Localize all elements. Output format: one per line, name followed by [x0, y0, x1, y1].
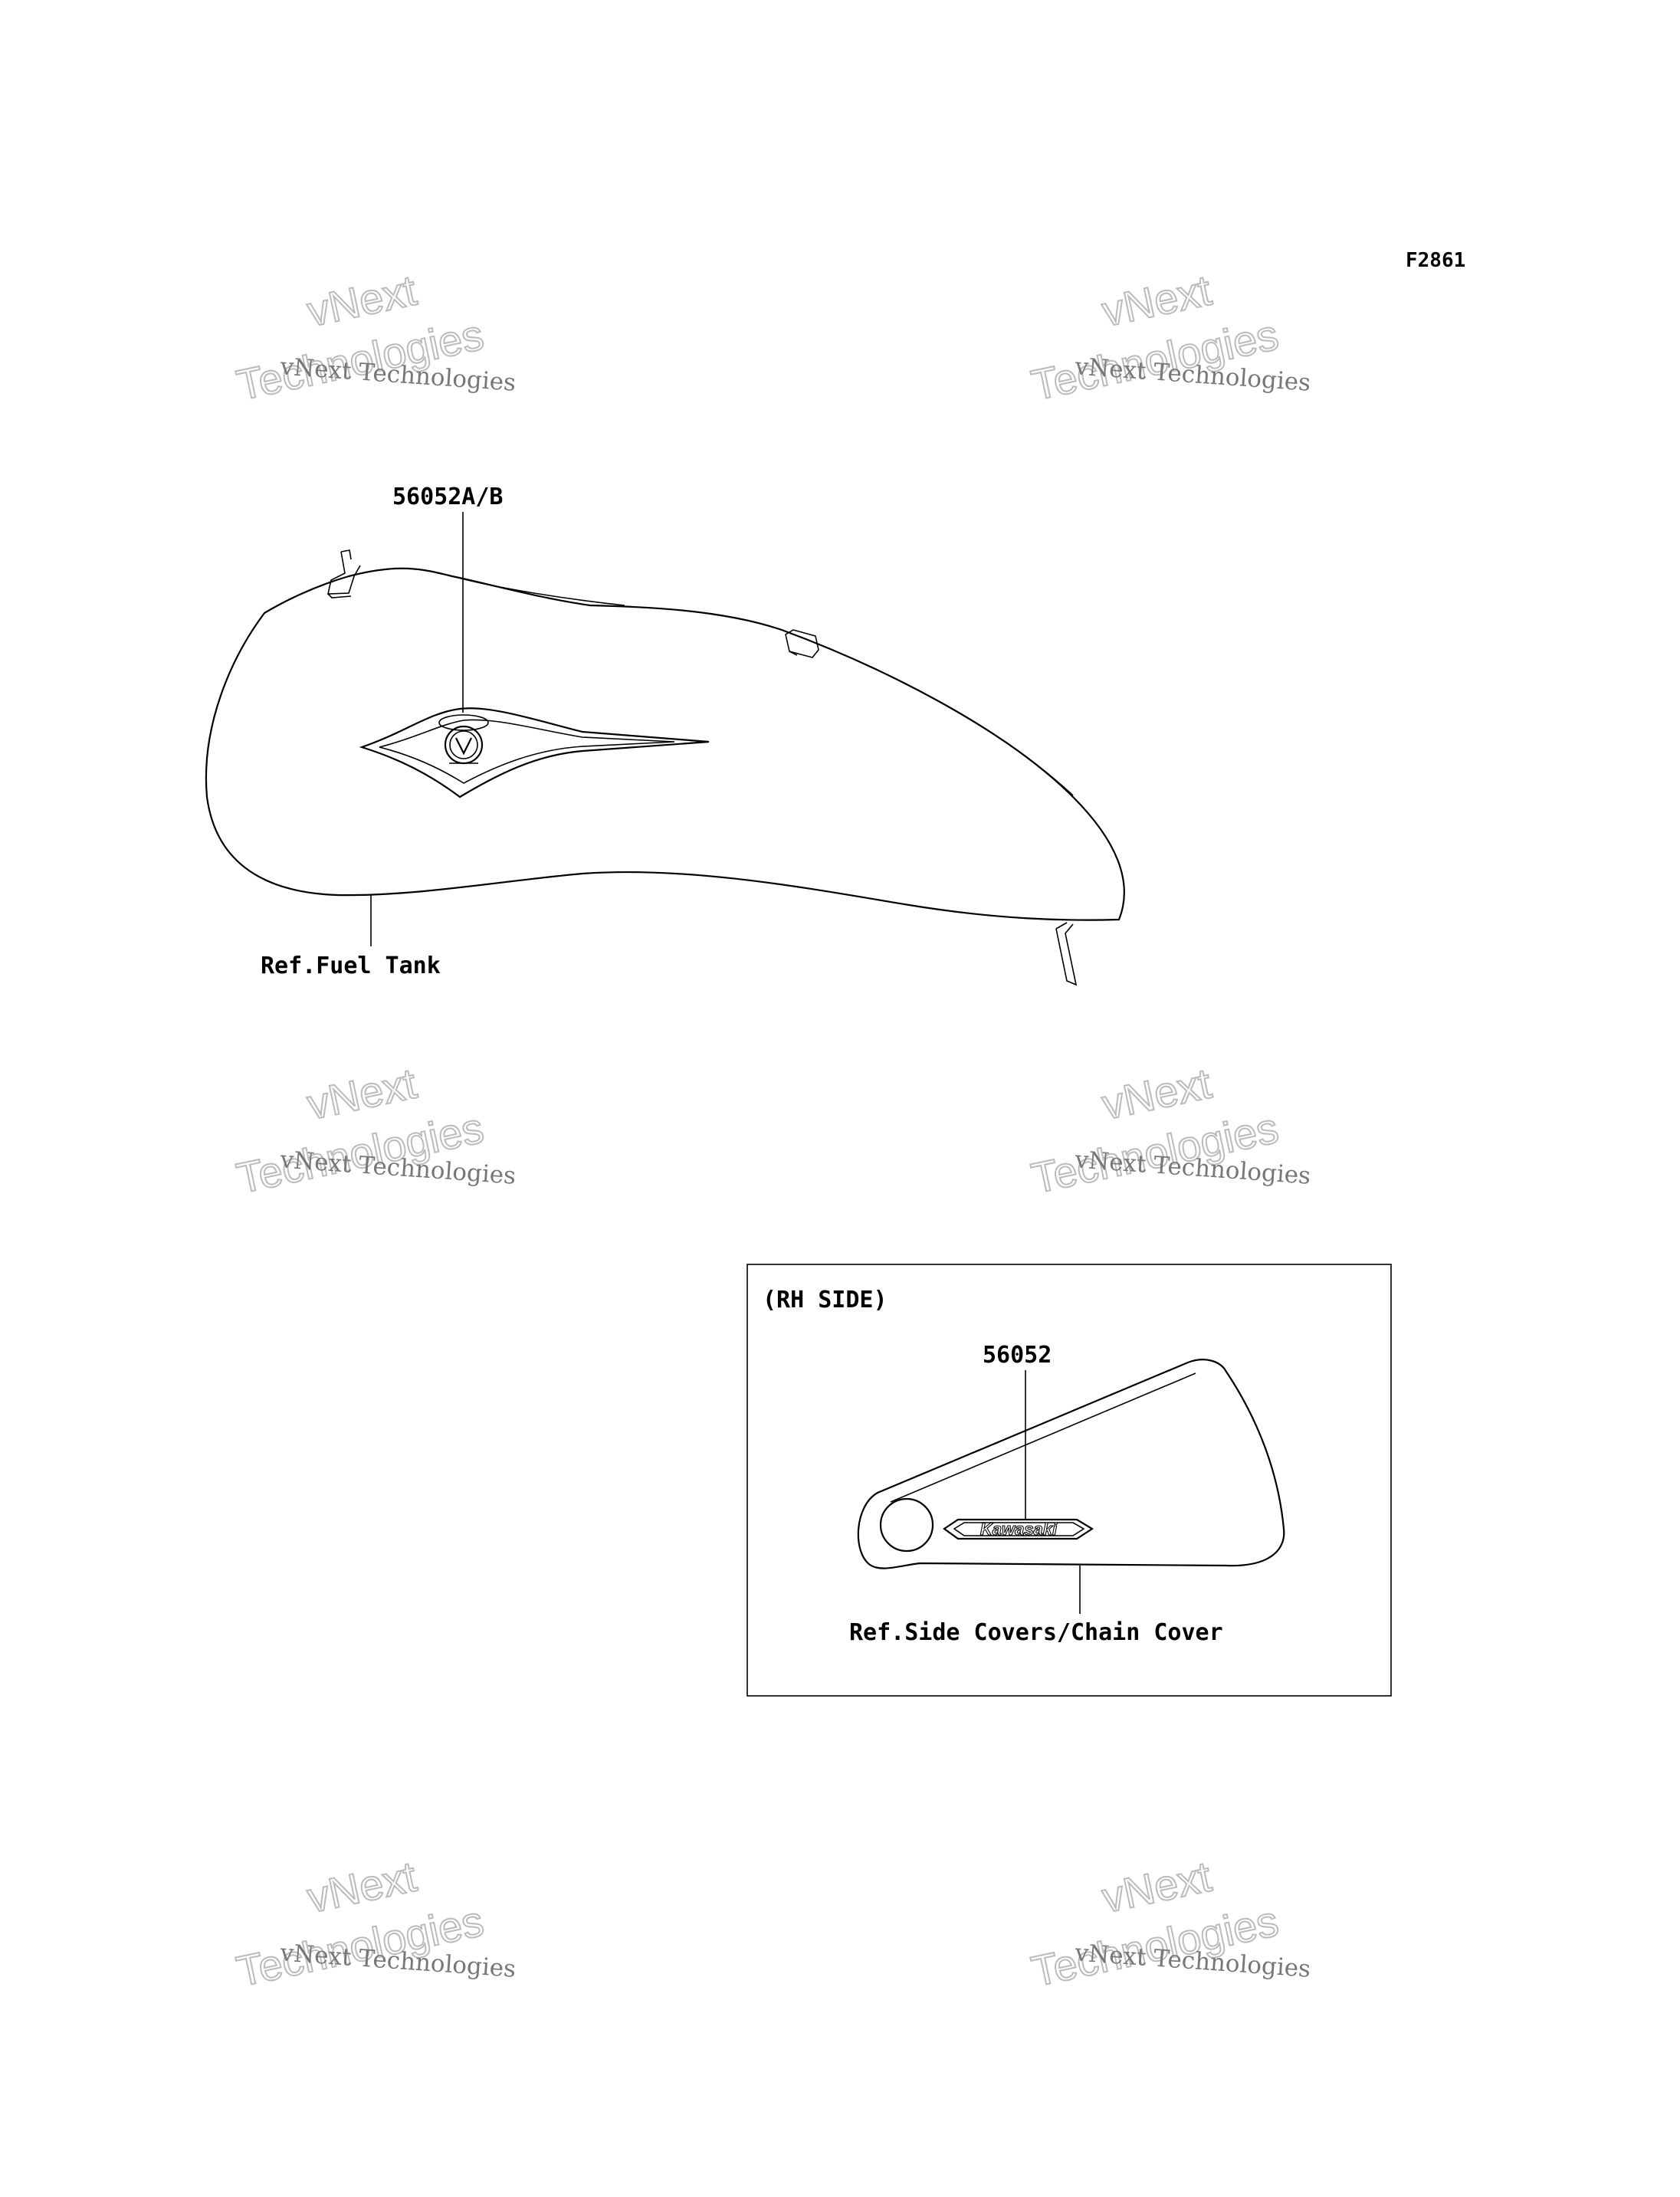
- watermark: vNext Technologies vNext Technologies: [1026, 265, 1311, 411]
- watermark-line1: vNext: [1098, 266, 1216, 336]
- watermark: vNext Technologies vNext Technologies: [231, 1058, 517, 1204]
- watermark-line1: vNext: [1098, 1852, 1216, 1922]
- fuel-tank-drawing: [205, 549, 1125, 986]
- watermark: vNext Technologies vNext Technologies: [1026, 1058, 1311, 1204]
- main-part-label: 56052A/B: [392, 484, 504, 510]
- rear-tab: [785, 629, 819, 658]
- watermark-line1: vNext: [303, 1059, 421, 1129]
- fuel-tank-seam: [451, 575, 625, 606]
- figure-code: F2861: [1406, 249, 1465, 272]
- kawasaki-decal-text: Kawasaki: [980, 1520, 1058, 1539]
- side-cover-drawing: Kawasaki: [857, 1359, 1285, 1569]
- watermark-line1: vNext: [303, 266, 421, 336]
- emblem-decal: [359, 707, 710, 798]
- side-cover-edge: [890, 1372, 1196, 1503]
- watermark-line1: vNext: [303, 1852, 421, 1922]
- fuel-tank-ref-label: Ref.Fuel Tank: [261, 953, 441, 979]
- watermark: vNext Technologies vNext Technologies: [231, 1851, 517, 1997]
- watermark: vNext Technologies vNext Technologies: [1026, 1851, 1311, 1997]
- side-cover-ref-label: Ref.Side Covers/Chain Cover: [849, 1619, 1223, 1646]
- watermark-line1: vNext: [1098, 1059, 1216, 1129]
- front-bracket: [326, 549, 361, 598]
- rear-bottom-bracket: [1055, 922, 1078, 986]
- watermark: vNext Technologies vNext Technologies: [231, 265, 517, 411]
- side-cover-hole: [879, 1497, 934, 1553]
- inset-box: [746, 1264, 1392, 1697]
- side-cover-outline: [857, 1359, 1285, 1569]
- kawasaki-decal: Kawasaki: [943, 1518, 1094, 1540]
- inset-part-label: 56052: [983, 1342, 1052, 1369]
- fuel-tank-ridge: [781, 629, 1074, 796]
- inset-title: (RH SIDE): [763, 1287, 888, 1313]
